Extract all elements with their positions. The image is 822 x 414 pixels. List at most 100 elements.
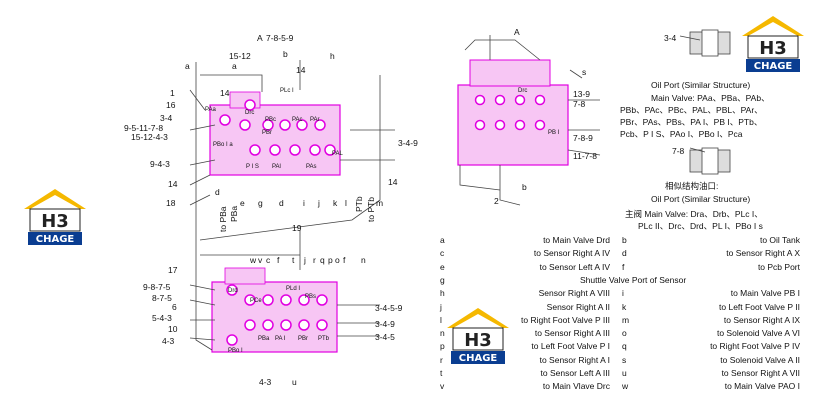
label-o: o (335, 255, 340, 265)
legend-text: to Solenoid Valve A II (720, 354, 800, 365)
port-PTb: PTb (318, 336, 330, 342)
legend-key: m (622, 314, 630, 325)
port-PBc: PBc (265, 117, 277, 123)
label-p: p (328, 255, 333, 265)
svg-text:H3: H3 (464, 330, 492, 351)
rp-oil-port-title-2: Oil Port (Similar Structure) (651, 194, 751, 204)
label-a2: a (232, 61, 237, 71)
legend-key: j (440, 301, 442, 312)
legend-text: to Sensor Left A IV (539, 261, 610, 272)
legend-text: to Solenoid Valve A VI (716, 328, 800, 339)
label-18: 18 (166, 198, 176, 208)
port-PLcI: PLc I (280, 88, 294, 94)
label-f2: f (343, 255, 346, 265)
label-m: m (376, 198, 384, 208)
label-17: 17 (168, 265, 178, 275)
label-j2: j (304, 255, 306, 265)
label-5-4-3: 5-4-3 (152, 313, 172, 323)
port-PAI: PA I (275, 336, 286, 342)
mid-13-9: 13-9 (573, 89, 591, 99)
legend-key: q (622, 341, 627, 352)
label-4-3: 4-3 (162, 336, 175, 346)
label-3-4-9-top: 3-4-9 (398, 138, 418, 148)
label-w: w (250, 255, 257, 265)
mid-11-7-8: 11-7-8 (573, 151, 597, 161)
port-PBa: PBa (258, 336, 270, 342)
label-A: A (257, 33, 263, 43)
legend-key: i (622, 288, 624, 299)
legend-text: to Main Valve PAO I (724, 381, 800, 392)
port-PAl: PAl (272, 164, 281, 170)
label-f: f (277, 255, 280, 265)
label-l: l (345, 198, 347, 208)
legend-key: p (440, 341, 445, 352)
label-to-PBa: to PBa (218, 206, 228, 232)
legend-key: c (440, 248, 445, 259)
label-9-4-3: 9-4-3 (150, 159, 170, 169)
mid-7-8-9: 7-8-9 (573, 133, 593, 143)
rp-main-valve-4: Pcb、P I S、PAo I、PBo I、Pca (620, 129, 743, 139)
legend-text: to Sensor Right A IV (533, 248, 610, 259)
label-14b: 14 (220, 88, 230, 98)
port-Drc: Drc (245, 110, 255, 116)
legend-text: to Sensor Right A IX (723, 314, 800, 325)
legend-key: b (622, 235, 627, 245)
legend-key: l (440, 314, 442, 325)
label-3-4-9-bot: 3-4-9 (375, 319, 395, 329)
legend-text: Shuttle Valve Port of Sensor (580, 274, 687, 285)
label-10: 10 (168, 324, 178, 334)
label-v: v (258, 255, 263, 265)
label-A-code: 7-8-5-9 (266, 33, 294, 43)
label-t: t (292, 255, 295, 265)
legend-key: v (440, 381, 445, 392)
mid-port-Drc: Drc (518, 88, 528, 94)
label-i: i (303, 198, 305, 208)
legend-key: k (622, 301, 627, 312)
rp-cn-title: 相似结构油口: (665, 181, 719, 191)
legend-text: to Main Vlave Drc (542, 381, 610, 392)
legend-text: to Main Valve Drd (543, 235, 610, 245)
label-3-4a: 3-4 (160, 113, 173, 123)
legend-key: u (622, 368, 627, 378)
legend-text: to Right Foot Valve P III (521, 314, 610, 325)
label-r: r (313, 255, 316, 265)
label-b: b (283, 49, 288, 59)
label-d: d (215, 187, 220, 197)
label-9-5-11: 9-5-11-7-8 (124, 123, 164, 133)
label-9-8-7-5: 9-8-7-5 (143, 282, 171, 292)
label-14d: 14 (388, 177, 398, 187)
label-c: c (266, 255, 271, 265)
label-d2: d (279, 198, 284, 208)
legend-key: f (622, 261, 625, 272)
rp-main-valve-2: PBb、PAc、PBc、PAL、PBL、PAr、 (620, 105, 763, 115)
legend-text: to Sensor Left A III (540, 368, 610, 378)
legend-text: to Oil Tank (759, 235, 800, 245)
legend-text: to Right Foot Valve P IV (710, 341, 800, 352)
svg-text:CHAGE: CHAGE (36, 234, 75, 245)
legend-key: a (440, 235, 445, 245)
mid-A: A (514, 27, 520, 37)
legend-key: e (440, 261, 445, 272)
port-PLdI: PLd I (286, 286, 301, 292)
legend-key: o (622, 328, 627, 339)
legend-text: to Main Valve PB I (730, 288, 800, 299)
label-8-7-5: 8-7-5 (152, 293, 172, 303)
legend-key: h (440, 288, 445, 299)
port-Drd: Drd (228, 288, 238, 294)
legend-key: w (622, 381, 629, 392)
mid-2: 2 (494, 196, 499, 206)
label-6: 6 (172, 302, 177, 312)
label-15-12-4: 15-12-4-3 (131, 132, 168, 142)
legend-key: g (440, 274, 445, 285)
label-k: k (333, 198, 338, 208)
label-n: n (361, 255, 366, 265)
legend-key: r (440, 354, 443, 365)
rp-3-4: 3-4 (664, 33, 677, 43)
port-PAs: PAs (306, 164, 317, 170)
legend-text: to Sensor Right A III (534, 328, 610, 339)
rp-main-valve-1: Main Valve: PAa、PBa、PAb、 (651, 93, 770, 103)
label-q: q (320, 255, 325, 265)
label-16: 16 (166, 100, 176, 110)
label-j: j (318, 198, 320, 208)
